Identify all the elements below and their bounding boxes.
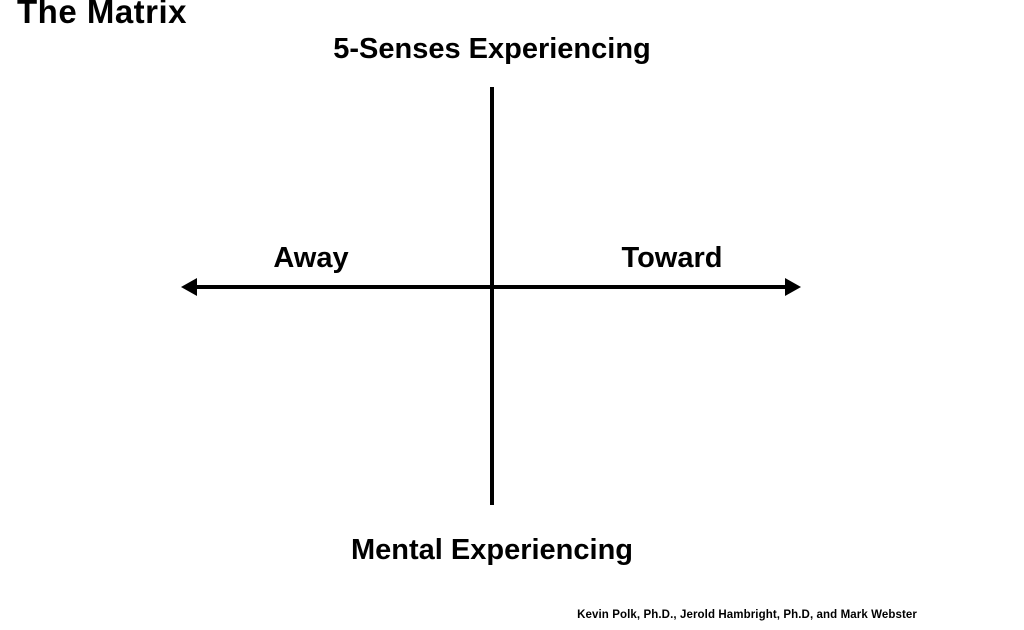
right-arrowhead-icon [785,278,801,296]
axis-label-top: 5-Senses Experiencing [333,33,651,65]
attribution-text: Kevin Polk, Ph.D., Jerold Hambright, Ph.… [577,609,917,621]
vertical-axis-line [490,87,494,505]
axis-label-left: Away [273,242,349,274]
left-arrowhead-icon [181,278,197,296]
axis-label-bottom: Mental Experiencing [350,534,634,566]
diagram-title: The Matrix [17,0,188,30]
horizontal-axis-line [194,285,788,289]
axis-label-right: Toward [621,242,723,274]
